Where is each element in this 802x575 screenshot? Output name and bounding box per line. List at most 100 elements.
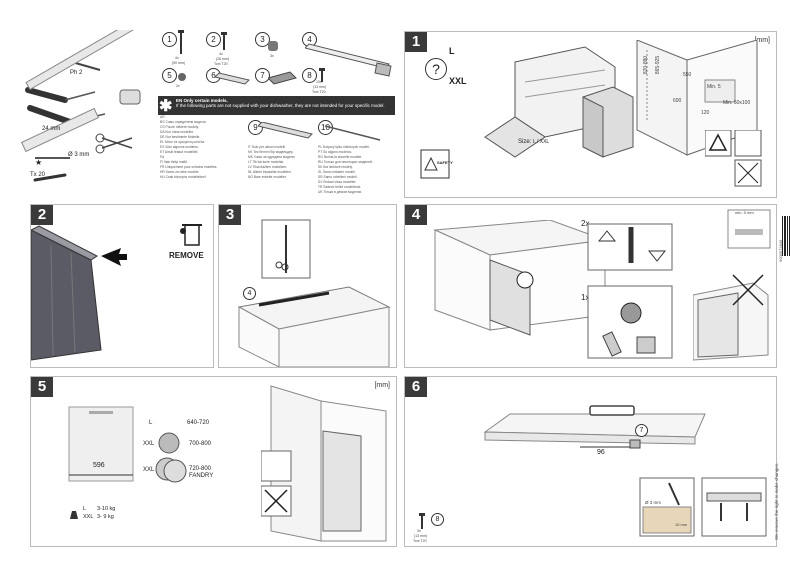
part-1-size: (90 mm) [172, 61, 186, 65]
size-xxl: XXL [449, 76, 467, 86]
door-panel-drawing [68, 406, 134, 482]
dim-96: 96 [597, 449, 605, 456]
row-3-range: 720-800 [189, 466, 212, 472]
barcode-icon [782, 216, 790, 256]
strip-drawing [305, 43, 392, 77]
weight-2-value: 3- 9 kg [97, 514, 114, 520]
part-2-size: (26 mm) [216, 57, 230, 61]
gap-detail [727, 209, 771, 249]
rail-drawing [258, 122, 313, 139]
drill-size: Ø 3 mm [645, 500, 662, 505]
star-icon: ★ [35, 158, 43, 167]
row-1-range: 640-720 [187, 420, 210, 426]
onex-label: 1x [581, 293, 590, 302]
screw-icon [178, 30, 184, 54]
dim-min5: Min. 5 [707, 84, 721, 90]
mounting-detail [701, 477, 767, 537]
cabinet-door-drawing [261, 385, 387, 542]
asterisk-icon: ✱ [159, 98, 173, 115]
part-8-size: (13 mm) [313, 85, 327, 89]
weight-1-value: 3-10 kg [97, 506, 116, 512]
clip-icon [178, 73, 186, 81]
hinge-l-icon [158, 432, 180, 454]
part-5-qty: 2x [176, 84, 180, 88]
part-2-qty: 4x [219, 52, 223, 56]
part-2-torx: Torx T20 [214, 62, 228, 66]
language-list-col2: IT Solo per alcuni modelli.KK Тек белгіл… [248, 145, 296, 179]
weight-2-size: XXL [83, 514, 94, 520]
row-3-extra: FANDRY [189, 473, 214, 479]
dim-550: 550 [683, 72, 692, 78]
unit-label: [mm] [374, 382, 390, 389]
step-1-panel: 1 [mm] ? L XXL Size: L / XXL SAFETY [404, 31, 777, 198]
screw-qty: 3x [417, 529, 421, 533]
torx-label: Tx 20 [30, 172, 46, 178]
step-2-number: 2 [31, 205, 53, 225]
size-caption: Size: [518, 139, 532, 145]
step-4-panel: 4 2x 1x min. 5 mm [404, 204, 777, 368]
step-2-panel: 2 REMOVE [30, 204, 214, 368]
niche-drawing [636, 40, 758, 156]
step-1-number: 1 [405, 32, 427, 52]
screw-icon [221, 32, 227, 50]
installed-unit-drawing [693, 274, 769, 361]
dim-820-880: 820-880 [643, 55, 650, 75]
dim-865-925: 865-925 [655, 55, 662, 75]
rights-notice: We reserve the right to make changes. [774, 462, 779, 540]
part-1-qty: 4x [175, 56, 179, 60]
dim-600: 600 [673, 98, 682, 104]
weight-icon [70, 511, 78, 519]
row-1-label: L [149, 420, 153, 426]
safety-label: SAFETY [437, 160, 453, 165]
remove-label: REMOVE [169, 251, 204, 260]
adjust-detail [587, 285, 673, 359]
step-3-panel: 3 4 [218, 204, 397, 368]
part-3-badge: 3 [255, 32, 270, 47]
only-certain-models-banner: ✱ EN Only certain models. If the followi… [158, 96, 395, 115]
bracket-icon [215, 72, 250, 85]
screw-icon [319, 68, 325, 82]
hinge-xxl-icon [155, 457, 187, 483]
question-icon: ? [425, 58, 447, 80]
twox-label: 2x [581, 219, 590, 228]
drill-detail [639, 477, 695, 537]
step-6-panel: 6 96 7 Ø 3 mm 10 mm 8 3x (13 mm) Torx T2… [404, 376, 777, 547]
size-l: L [449, 46, 455, 56]
countertop-handle-drawing [483, 405, 706, 449]
part-8-callout: 8 [431, 513, 444, 526]
part-5-badge: 5 [162, 68, 177, 83]
unit-label: [mm] [754, 37, 770, 44]
dim-min50x100: Min. 50x100 [723, 100, 751, 106]
step-5-number: 5 [31, 377, 53, 397]
part-7-callout: 7 [635, 424, 648, 437]
weight-1-size: L [83, 506, 87, 512]
language-list-col3: PL Dotyczy tylko niektórych modeli.PT Só… [318, 145, 373, 194]
dishwasher-iso-drawing [582, 86, 634, 158]
countertop-drawing [237, 286, 391, 367]
row-2-range: 700-800 [189, 441, 212, 447]
width-dim: 596 [93, 462, 105, 469]
part-4-callout: 4 [243, 287, 256, 300]
size-value: L / XXL [533, 139, 550, 145]
tools-drawing [20, 30, 141, 182]
drill-label: Ø 3 mm [68, 152, 90, 158]
banner-title: EN Only certain models. [176, 98, 228, 103]
row-3-label: XXL [143, 467, 155, 473]
part-7-badge: 7 [255, 68, 270, 83]
dim-120: 120 [701, 110, 710, 116]
step-4-number: 4 [405, 205, 427, 225]
banner-text: If the following parts are not supplied … [176, 103, 385, 108]
min-gap-label: min. 5 mm [735, 210, 754, 215]
drill-depth: 10 mm [675, 522, 688, 527]
dishwasher-side-drawing [31, 225, 127, 361]
part-1-badge: 1 [162, 32, 177, 47]
part-8-torx: Torx T20 [312, 90, 326, 94]
screw-size: (13 mm) [414, 534, 428, 538]
cap-icon [268, 41, 278, 51]
trash-bin-icon [180, 224, 202, 246]
screw-icon [419, 513, 425, 529]
ph2-label: Ph 2 [70, 70, 83, 76]
step-6-number: 6 [405, 377, 427, 397]
